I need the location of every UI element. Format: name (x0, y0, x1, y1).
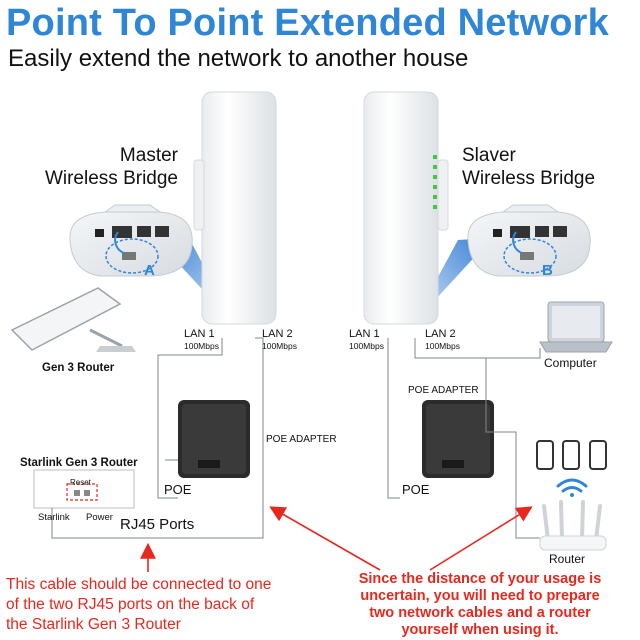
poe-adapter-left (178, 400, 250, 478)
starlink-dish (10, 287, 136, 352)
slave-lan1-speed: 100Mbps (349, 341, 384, 351)
slave-label-line2: Wireless Bridge (462, 168, 596, 189)
wifi-icon (556, 478, 588, 497)
poe-left-label: POE (164, 482, 192, 497)
starlink-port-label: Starlink (38, 512, 70, 523)
master-port-callout (69, 204, 193, 277)
note-left-line1: This cable should be connected to one (6, 576, 272, 593)
page-subtitle: Easily extend the network to another hou… (8, 45, 469, 72)
starlink-router-box (33, 469, 135, 509)
cables (51, 337, 541, 539)
master-bridge (193, 91, 277, 325)
power-port-label: Power (86, 512, 113, 523)
reset-label: Reset (70, 478, 91, 487)
slave-lan2: LAN 2 100Mbps (425, 328, 460, 351)
slave-lan1-label: LAN 1 (349, 328, 380, 340)
master-label-line1: Master (119, 145, 178, 166)
master-lan1-speed: 100Mbps (184, 341, 219, 351)
slave-lan2-label: LAN 2 (425, 328, 456, 340)
note-right-line4: yourself when using it. (401, 622, 559, 638)
master-label: Master Wireless Bridge (26, 144, 178, 190)
poe-right-label: POE (402, 482, 430, 497)
gen3-router-label: Gen 3 Router (42, 362, 115, 374)
poe-adapter-left-label: POE ADAPTER (266, 434, 337, 445)
slave-badge: B (542, 262, 553, 279)
master-badge: A (144, 262, 155, 279)
poe-adapter-right-label: POE ADAPTER (408, 385, 479, 396)
master-lan1: LAN 1 100Mbps (184, 328, 219, 351)
poe-adapter-right (422, 400, 494, 478)
slave-label-line1: Slaver (462, 145, 516, 166)
slave-lan1: LAN 1 100Mbps (349, 328, 384, 351)
note-right-line2: uncertain, you will need to prepare (360, 588, 600, 604)
slave-lan2-speed: 100Mbps (425, 341, 460, 351)
slave-port-callout (467, 204, 591, 277)
computer-label: Computer (544, 356, 597, 370)
note-left: This cable should be connected to one of… (6, 575, 271, 635)
router-icon (539, 500, 607, 551)
note-right-line1: Since the distance of your usage is (358, 571, 602, 587)
master-lan2: LAN 2 100Mbps (262, 328, 297, 351)
signal-leds (433, 155, 437, 209)
slave-bridge (363, 91, 449, 325)
router-label: Router (549, 552, 586, 566)
red-arrows (140, 506, 533, 572)
starlink-router-label: Starlink Gen 3 Router (20, 457, 138, 469)
note-left-line2: of the two RJ45 ports on the back of (6, 596, 255, 613)
phone-icons (536, 440, 607, 470)
page-title: Point To Point Extended Network (6, 2, 609, 44)
note-right-line3: two network cables and a router (369, 605, 591, 621)
master-label-line2: Wireless Bridge (44, 168, 178, 189)
note-right: Since the distance of your usage is unce… (322, 571, 638, 639)
laptop-icon (539, 301, 613, 353)
slave-label: Slaver Wireless Bridge (462, 144, 595, 190)
rj45-label: RJ45 Ports (120, 516, 195, 533)
master-lan2-label: LAN 2 (262, 328, 293, 340)
note-left-line3: the Starlink Gen 3 Router (6, 616, 181, 633)
master-lan2-speed: 100Mbps (262, 341, 297, 351)
master-lan1-label: LAN 1 (184, 328, 215, 340)
